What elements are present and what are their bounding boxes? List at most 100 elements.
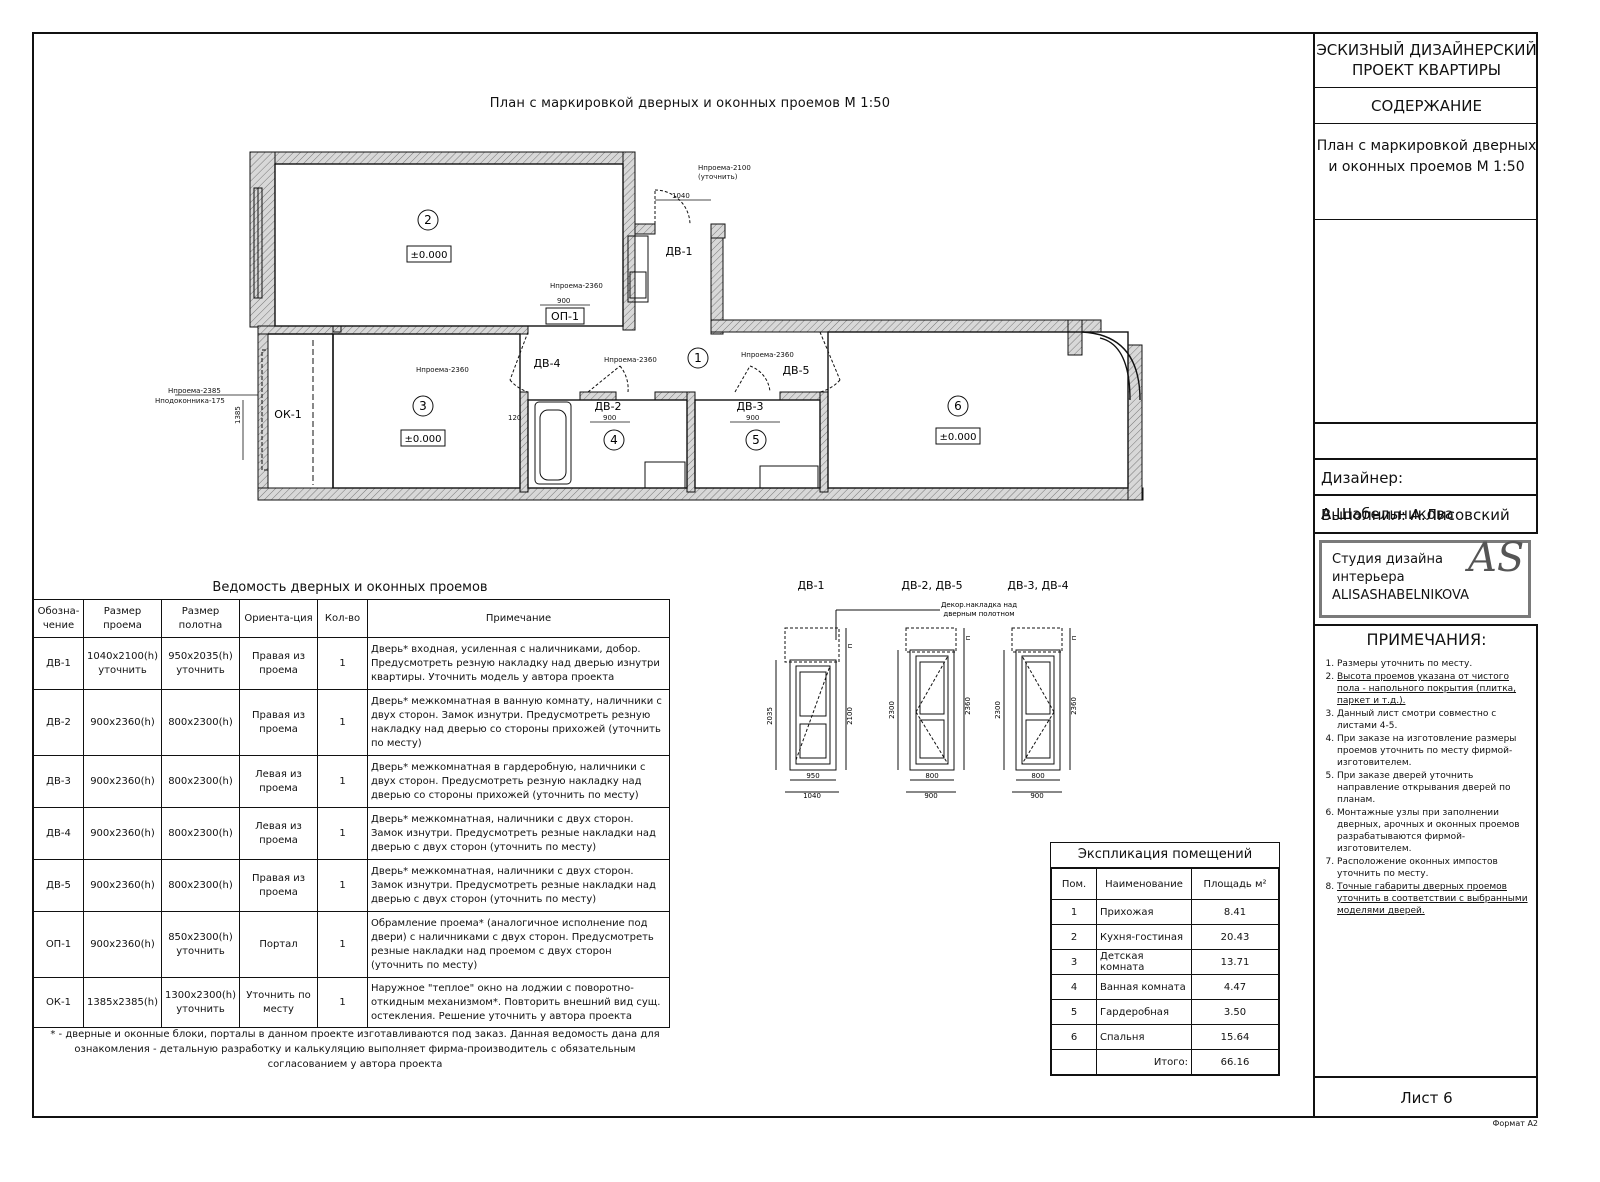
studio-line-2: интерьера	[1332, 570, 1405, 585]
header-orientation: Ориента-ция	[239, 599, 318, 638]
svg-text:900: 900	[1030, 792, 1043, 800]
explication-header: Пом. Наименование Площадь м²	[1051, 868, 1279, 900]
svg-text:п: п	[964, 636, 972, 641]
title-block-row	[1315, 424, 1538, 460]
svg-text:5: 5	[752, 433, 760, 447]
header-qty: Кол-во	[317, 599, 368, 638]
header-designation: Обозна-чение	[33, 599, 84, 638]
svg-text:п: п	[846, 644, 854, 649]
svg-text:Декор.накладка над: Декор.накладка над	[941, 601, 1017, 609]
note-item: При заказе на изготовление размеры проем…	[1337, 733, 1531, 769]
svg-text:±0.000: ±0.000	[404, 434, 441, 445]
svg-text:120: 120	[508, 414, 521, 422]
notes-title: ПРИМЕЧАНИЯ:	[1366, 630, 1487, 649]
svg-text:1385: 1385	[234, 406, 242, 424]
contents-label: СОДЕРЖАНИЕ	[1315, 88, 1538, 124]
svg-text:2035: 2035	[766, 707, 774, 725]
svg-text:800: 800	[1031, 772, 1044, 780]
svg-text:900: 900	[557, 297, 570, 305]
elevation-label-dv3-dv4: ДВ-3, ДВ-4	[1007, 579, 1068, 592]
project-title: ЭСКИЗНЫЙ ДИЗАЙНЕРСКИЙ ПРОЕКТ КВАРТИРЫ	[1315, 32, 1538, 88]
explication-title: Экспликация помещений	[1051, 843, 1279, 868]
notes-list: Размеры уточнить по месту. Высота проемо…	[1321, 658, 1531, 918]
svg-text:дверным полотном: дверным полотном	[943, 610, 1014, 618]
title-block-blank	[1315, 220, 1538, 424]
plan-annotations: Нпроема-2100 (уточнить) 1040 Нпроема-236…	[155, 164, 794, 424]
note-item: Данный лист смотри совместно с листами 4…	[1337, 708, 1531, 732]
svg-text:3: 3	[419, 399, 427, 413]
logo-monogram-icon: AS	[1468, 535, 1525, 581]
svg-text:1: 1	[694, 351, 702, 365]
svg-text:2300: 2300	[994, 701, 1002, 719]
studio-logo-cell: Студия дизайна интерьера ALISASHABELNIKO…	[1315, 534, 1538, 626]
svg-text:4: 4	[610, 433, 618, 447]
svg-text:Нпроема-2385: Нпроема-2385	[168, 387, 221, 395]
elevation-label-dv1: ДВ-1	[797, 579, 824, 592]
door-schedule-footnote: * - дверные и оконные блоки, порталы в д…	[50, 1029, 660, 1070]
svg-text:2100: 2100	[846, 707, 854, 725]
svg-text:2300: 2300	[888, 701, 896, 719]
svg-text:Нпроема-2360: Нпроема-2360	[550, 282, 603, 290]
room-markers: 2 ±0.000 1 3 ±0.000 4 5 6 ±0.000	[400, 209, 981, 451]
svg-text:2360: 2360	[964, 697, 972, 715]
sheet-number: Лист 6	[1315, 1076, 1538, 1116]
walls	[249, 151, 1144, 501]
door-schedule-table: Обозна-чение Размер проема Размер полотн…	[33, 599, 670, 1028]
svg-text:п: п	[1070, 636, 1078, 641]
header-leaf: Размер полотна	[161, 599, 240, 638]
svg-text:ОП-1: ОП-1	[551, 310, 579, 323]
studio-line-1: Студия дизайна	[1332, 552, 1443, 567]
note-item: Точные габариты дверных проемов уточнить…	[1337, 881, 1531, 917]
svg-text:1040: 1040	[672, 192, 690, 200]
svg-text:800: 800	[925, 772, 938, 780]
executor-label: Выполнил: А.Лисовский	[1315, 496, 1538, 534]
opening-tags: ДВ-1 ОП-1 ДВ-4 ДВ-2 ДВ-3 ДВ-5 ОК-1	[274, 245, 809, 421]
svg-text:900: 900	[924, 792, 937, 800]
svg-text:2: 2	[424, 213, 432, 227]
studio-logo: Студия дизайна интерьера ALISASHABELNIKO…	[1319, 535, 1531, 618]
svg-text:ОК-1: ОК-1	[274, 408, 301, 421]
svg-text:Нпроема-2360: Нпроема-2360	[741, 351, 794, 359]
svg-text:Нпроема-2360: Нпроема-2360	[604, 356, 657, 364]
svg-text:Нпроема-2360: Нпроема-2360	[416, 366, 469, 374]
svg-text:ДВ-4: ДВ-4	[533, 357, 560, 370]
svg-text:ДВ-3: ДВ-3	[736, 400, 763, 413]
elevation-label-dv2-dv5: ДВ-2, ДВ-5	[901, 579, 962, 592]
studio-line-3: ALISASHABELNIKOVA	[1332, 588, 1469, 603]
sheet-title: План с маркировкой дверных и оконных про…	[1315, 124, 1538, 220]
title-block: ЭСКИЗНЫЙ ДИЗАЙНЕРСКИЙ ПРОЕКТ КВАРТИРЫ СО…	[1313, 32, 1538, 1118]
header-opening: Размер проема	[83, 599, 162, 638]
note-item: Расположение оконных импостов уточнить п…	[1337, 856, 1531, 880]
svg-text:ДВ-1: ДВ-1	[665, 245, 692, 258]
svg-text:900: 900	[746, 414, 759, 422]
paper-format: Формат А2	[1492, 1119, 1538, 1128]
designer-label: Дизайнер: А.Шабельникова	[1315, 460, 1538, 523]
drawing-title: План с маркировкой дверных и оконных про…	[489, 96, 891, 111]
svg-text:6: 6	[954, 399, 962, 413]
note-item: Высота проемов указана от чистого пола -…	[1337, 671, 1531, 707]
svg-text:Нподоконника-175: Нподоконника-175	[155, 397, 225, 405]
svg-text:ДВ-2: ДВ-2	[594, 400, 621, 413]
svg-text:±0.000: ±0.000	[939, 432, 976, 443]
svg-text:±0.000: ±0.000	[410, 250, 447, 261]
explication-total-row: Итого:66.16	[1051, 1049, 1279, 1075]
svg-text:2360: 2360	[1070, 697, 1078, 715]
header-note: Примечание	[367, 599, 670, 638]
room-explication: Экспликация помещений Пом. Наименование …	[1050, 842, 1280, 1076]
svg-text:900: 900	[603, 414, 616, 422]
